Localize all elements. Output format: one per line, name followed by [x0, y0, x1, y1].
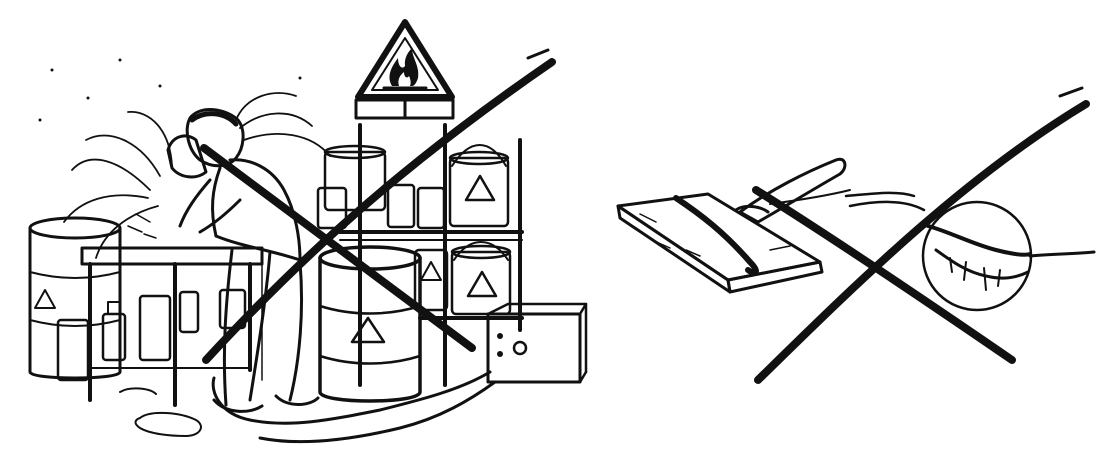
welding-machine	[486, 302, 588, 384]
welding-cables	[119, 370, 497, 444]
metal-plate	[616, 192, 824, 294]
welder-figure	[166, 108, 320, 413]
cans-group	[316, 144, 512, 316]
flammable-warning-sign-icon	[354, 19, 455, 120]
prohibition-cross-icon	[200, 48, 556, 364]
fire-icon	[382, 48, 428, 90]
panel-unsafe-cable-connection	[616, 86, 1096, 384]
welding-sparks	[38, 58, 331, 259]
prohibition-cross-icon-right	[752, 86, 1090, 384]
magnifier-circle-icon	[921, 200, 1096, 312]
barrel-left	[28, 216, 122, 380]
panel-unsafe-welding-scene	[28, 19, 588, 444]
workbench	[56, 246, 264, 407]
